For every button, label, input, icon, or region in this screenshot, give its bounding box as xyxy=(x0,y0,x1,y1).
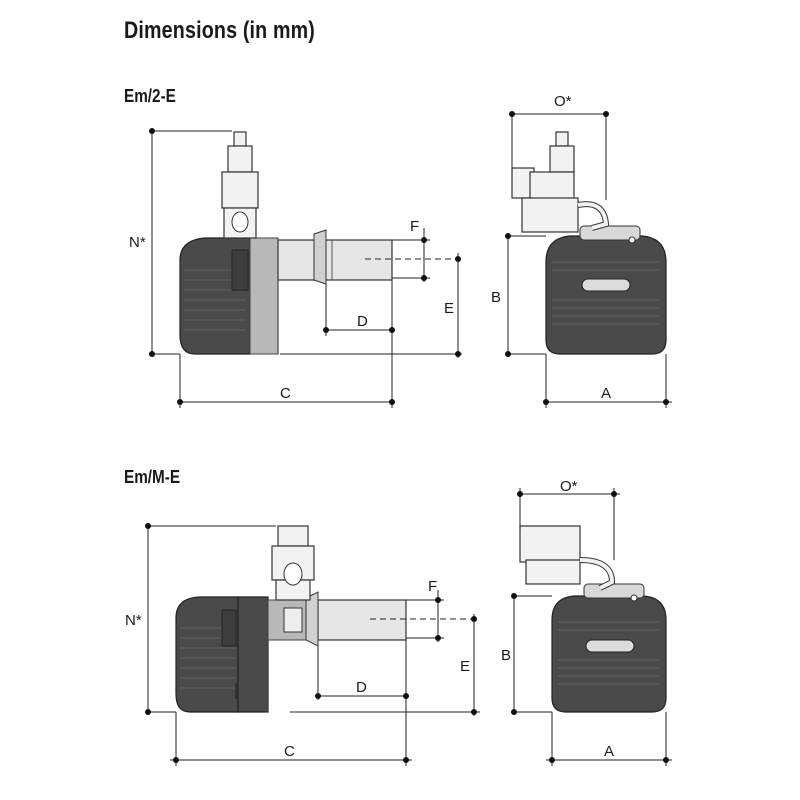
emme-label-c: C xyxy=(284,743,295,760)
em2e-front-view: O* B A xyxy=(491,93,672,408)
em2e-label-e: E xyxy=(444,300,454,317)
em2e-front-housing xyxy=(545,235,667,355)
emme-label-e: E xyxy=(460,658,470,675)
em2e-side-view: N* F E D C xyxy=(129,128,462,408)
em2e-label-c: C xyxy=(280,385,291,402)
em2e-label-b: B xyxy=(491,289,501,306)
page-title: Dimensions (in mm) xyxy=(124,17,316,44)
em2e-label-f: F xyxy=(410,218,419,235)
em2e-gas-valve xyxy=(221,131,259,239)
emme-front-view: O* B A xyxy=(501,478,672,766)
section-title-em2e: Em/2-E xyxy=(124,86,176,106)
emme-label-b: B xyxy=(501,647,511,664)
emme-label-d: D xyxy=(356,679,367,696)
em2e-front-valve xyxy=(511,131,610,233)
emme-front-housing xyxy=(551,595,667,713)
em2e-label-o: O* xyxy=(554,93,572,110)
emme-front-valve xyxy=(519,525,616,591)
em2e-label-d: D xyxy=(357,313,368,330)
emme-label-f: F xyxy=(428,578,437,595)
em2e-label-a: A xyxy=(601,385,611,402)
emme-label-a: A xyxy=(604,743,614,760)
emme-label-o: O* xyxy=(560,478,578,495)
emme-label-n: N* xyxy=(125,612,142,629)
em2e-blast-tube xyxy=(277,239,393,281)
emme-blast-tube xyxy=(317,599,407,641)
em2e-label-n: N* xyxy=(129,234,146,251)
em2e-flange xyxy=(249,237,279,355)
section-title-emme: Em/M-E xyxy=(124,467,181,487)
emme-side-view: N* F E D C xyxy=(125,523,480,766)
emme-gas-valve xyxy=(271,525,315,601)
